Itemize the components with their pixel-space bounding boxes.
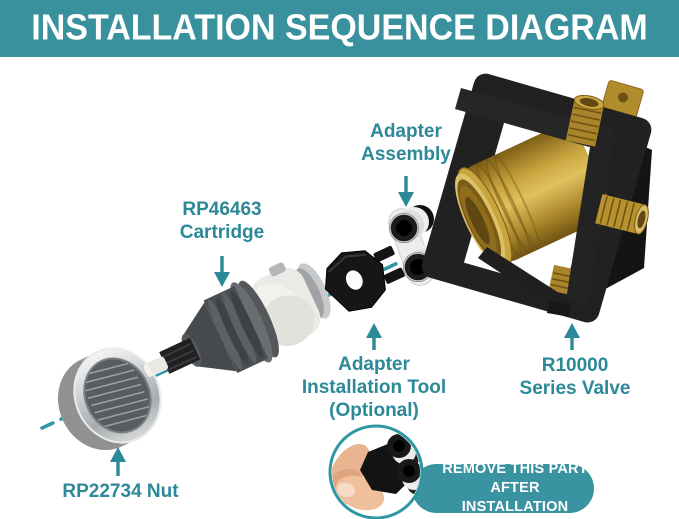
remove-part-photo-inset — [328, 424, 424, 519]
adapter-assembly-down-arrow-icon — [398, 176, 414, 207]
tool-up-arrow-icon — [366, 323, 382, 350]
adapter-assembly-label: Adapter Assembly — [361, 121, 451, 166]
remove-part-callout-text: REMOVE THIS PART AFTER INSTALLATION — [442, 461, 588, 515]
cartridge-down-arrow-icon — [214, 256, 230, 287]
cartridge-illustration — [143, 262, 331, 378]
remove-part-callout: REMOVE THIS PART AFTER INSTALLATION — [412, 461, 594, 515]
header-banner: INSTALLATION SEQUENCE DIAGRAM — [0, 0, 679, 57]
cartridge-label: RP46463 Cartridge — [179, 199, 265, 244]
page-title: INSTALLATION SEQUENCE DIAGRAM — [31, 8, 648, 48]
valve-up-arrow-icon — [564, 323, 580, 350]
tool-label: Adapter Installation Tool (Optional) — [301, 354, 447, 422]
valve-label: R10000 Series Valve — [519, 355, 631, 400]
nut-up-arrow-icon — [110, 447, 126, 476]
nut-illustration — [57, 347, 162, 451]
valve-illustration — [421, 73, 652, 323]
nut-label: RP22734 Nut — [62, 481, 179, 502]
adapter-tool-illustration — [324, 245, 405, 312]
